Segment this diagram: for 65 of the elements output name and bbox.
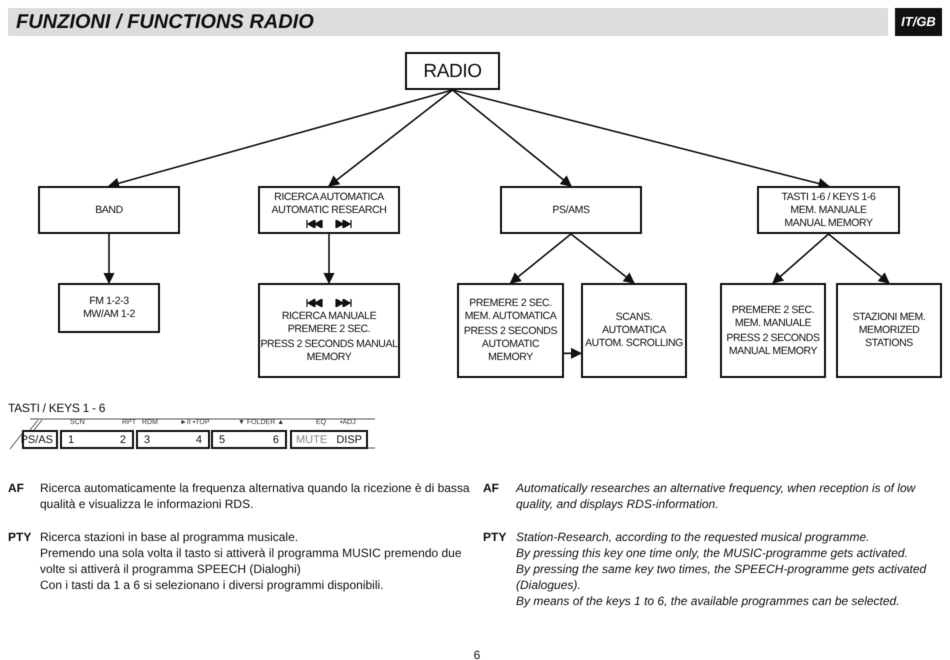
process-box bbox=[757, 186, 900, 234]
description-text: Automatically researches an alternative frequency, when reception is of low quality, and displays RDS-information. bbox=[516, 480, 917, 512]
term-label: PTY bbox=[8, 529, 32, 545]
process-box bbox=[720, 283, 826, 378]
key-button bbox=[60, 430, 134, 449]
process-box bbox=[836, 283, 942, 378]
process-box bbox=[405, 52, 500, 90]
box-text: PRESS 2 SECONDS MANUAL MEMORY bbox=[260, 338, 398, 364]
key-label: 5 bbox=[219, 434, 226, 446]
term-label: AF bbox=[8, 480, 25, 496]
arrow bbox=[328, 89, 453, 187]
process-box bbox=[500, 186, 642, 234]
arrow bbox=[564, 348, 582, 359]
box-text: FM 1-2-3 MW/AM 1-2 bbox=[82, 295, 136, 321]
process-box bbox=[581, 283, 687, 378]
arrow bbox=[108, 89, 453, 189]
term-label: PTY bbox=[483, 529, 508, 545]
arrow bbox=[103, 234, 115, 284]
process-box bbox=[58, 283, 160, 333]
description-text: By means of the keys 1 to 6, the available programmes can be selected. bbox=[516, 593, 901, 609]
process-box bbox=[38, 186, 180, 234]
box-text: BAND bbox=[95, 204, 123, 216]
description-text: Con i tasti da 1 a 6 si selezionano i diversi programmi disponibili. bbox=[40, 577, 384, 593]
arrow bbox=[828, 233, 890, 284]
key-label: MUTE bbox=[296, 434, 328, 446]
key-label: DISP bbox=[336, 434, 362, 446]
key-button bbox=[211, 430, 287, 449]
arrow bbox=[452, 89, 572, 187]
description-text: Station-Research, according to the requested musical programme. bbox=[516, 529, 871, 545]
description-text: By pressing the same key two times, the SPEECH-programme gets activated (Dialogues). bbox=[516, 561, 928, 593]
box-text: PREMERE 2 SEC. MEM. MANUALE bbox=[730, 304, 816, 330]
key-label: 1 bbox=[68, 434, 74, 446]
box-text: RICERCA MANUALE PREMERE 2 SEC. bbox=[280, 310, 378, 336]
description-text: Ricerca automaticamente la frequenza alternativa quando la ricezione è di bassa qualità e visualizza le informazioni RDS. bbox=[40, 480, 470, 512]
page-number: 6 bbox=[472, 647, 482, 660]
arrow bbox=[570, 233, 635, 284]
process-box bbox=[258, 186, 400, 234]
arrow bbox=[452, 89, 830, 189]
box-text: PS/AMS bbox=[552, 204, 590, 216]
arrow bbox=[323, 234, 335, 284]
box-text: PREMERE 2 SEC. MEM. AUTOMATICA bbox=[464, 297, 558, 323]
description-text: Ricerca stazioni in base al programma musicale. bbox=[40, 529, 300, 545]
description-text: Premendo una sola volta il tasto si attiverà il programma MUSIC premendo due volte si attiverà il programma SPEECH (Dialoghi) bbox=[40, 545, 463, 577]
box-text: PRESS 2 SECONDS AUTOMATIC MEMORY bbox=[462, 325, 558, 364]
key-button bbox=[290, 430, 368, 449]
key-label: 2 bbox=[120, 434, 126, 446]
box-text: SCANS. AUTOMATICA AUTOM. SCROLLING bbox=[584, 311, 684, 350]
arrow bbox=[772, 233, 830, 284]
term-label: AF bbox=[483, 480, 500, 496]
process-box bbox=[457, 283, 564, 378]
section-heading: TASTI / KEYS 1 - 6 bbox=[8, 400, 106, 416]
box-text: RICERCA AUTOMATICA AUTOMATIC RESEARCH bbox=[270, 191, 388, 217]
process-box bbox=[258, 283, 400, 378]
key-label: 3 bbox=[144, 434, 150, 446]
language-tag: IT/GB bbox=[895, 8, 942, 36]
page-title: FUNZIONI / FUNCTIONS RADIO bbox=[16, 11, 314, 34]
box-text: PRESS 2 SECONDS MANUAL MEMORY bbox=[725, 332, 821, 358]
key-button bbox=[136, 430, 210, 449]
box-text: STAZIONI MEM. MEMORIZED STATIONS bbox=[852, 311, 926, 350]
key-label: 6 bbox=[272, 434, 279, 446]
key-label: 4 bbox=[196, 434, 202, 446]
box-text: RADIO bbox=[423, 64, 482, 78]
description-text: By pressing this key one time only, the MUSIC-programme gets activated. bbox=[516, 545, 909, 561]
arrow bbox=[510, 233, 572, 284]
box-text: TASTI 1-6 / KEYS 1-6 MEM. MANUALE MANUAL MEMORY bbox=[780, 190, 876, 230]
